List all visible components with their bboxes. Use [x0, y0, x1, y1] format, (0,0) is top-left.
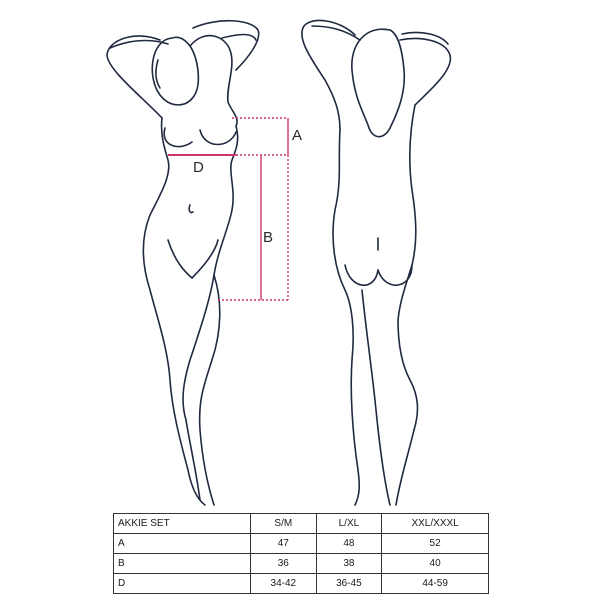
front-body-outline	[106, 19, 260, 506]
table-header-cell: XXL/XXXL	[381, 513, 489, 534]
label-b: B	[263, 229, 273, 246]
size-table-header: AKKIE SET S/M L/XL XXL/XXXL	[113, 513, 489, 534]
label-d: D	[193, 159, 204, 176]
table-row: B 36 38 40	[113, 553, 489, 574]
table-cell: 34-42	[250, 573, 317, 594]
table-cell: 38	[315, 553, 383, 574]
table-cell: 44-59	[381, 573, 489, 594]
measurement-guides	[168, 117, 289, 301]
label-a: A	[292, 127, 302, 144]
size-guide-illustration: A B D	[106, 19, 452, 506]
table-cell: A	[113, 533, 251, 554]
back-body-outline	[301, 19, 452, 506]
table-header-cell: AKKIE SET	[113, 513, 251, 534]
table-cell: D	[113, 573, 251, 594]
table-cell: 47	[250, 533, 317, 554]
table-cell: 52	[381, 533, 489, 554]
table-header-cell: S/M	[250, 513, 317, 534]
table-cell: 40	[381, 553, 489, 574]
table-cell: B	[113, 553, 251, 574]
table-header-cell: L/XL	[315, 513, 383, 534]
table-cell: 36-45	[315, 573, 383, 594]
table-cell: 48	[315, 533, 383, 554]
table-cell: 36	[250, 553, 317, 574]
size-table: AKKIE SET S/M L/XL XXL/XXXL A 47 48 52 B…	[113, 513, 489, 594]
table-row: D 34-42 36-45 44-59	[113, 573, 489, 594]
table-row: A 47 48 52	[113, 533, 489, 554]
